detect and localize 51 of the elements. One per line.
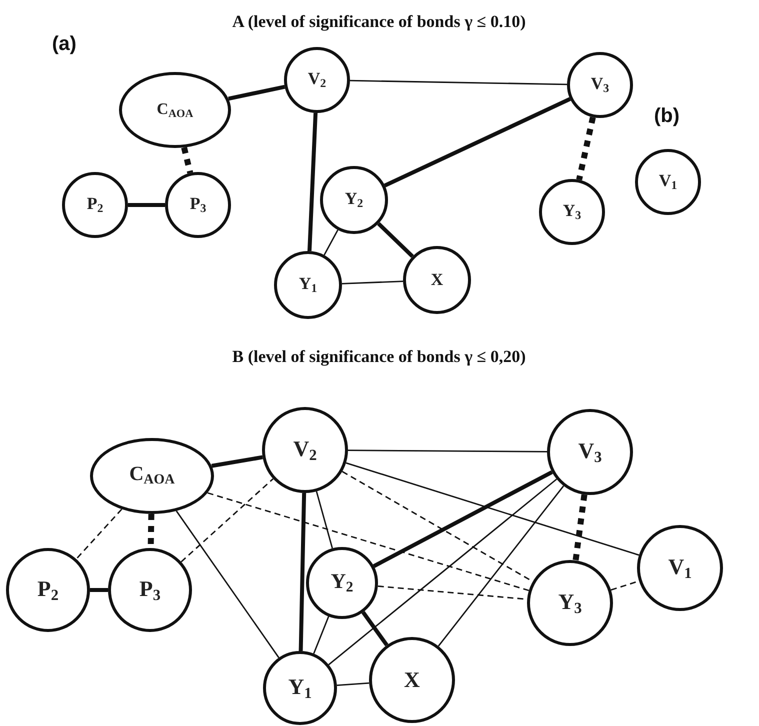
thick-line — [377, 222, 414, 258]
dashed-line — [180, 478, 274, 562]
node-label: Y$_{1}$ — [288, 674, 312, 702]
node-label: V$_{2}$ — [308, 69, 326, 91]
dotted-line — [181, 146, 194, 174]
node-label: V$_{1}$ — [658, 171, 678, 193]
node-label: Y$_{3}$ — [562, 201, 582, 223]
line — [438, 485, 564, 647]
circle-node — [306, 547, 378, 619]
node-label: Y$_{2}$ — [330, 569, 354, 597]
node-label: V$_{3}$ — [578, 438, 602, 466]
dashed-line — [76, 508, 122, 560]
line — [328, 478, 558, 666]
dotted-line — [576, 116, 596, 180]
node-label: C$_{AOA}$ — [129, 463, 175, 489]
thick-line — [372, 470, 553, 568]
line — [342, 280, 404, 284]
node-label: P$_{2}$ — [37, 576, 59, 604]
line — [346, 462, 640, 556]
line — [313, 616, 330, 654]
thick-line — [228, 84, 286, 101]
line — [324, 230, 338, 256]
thick-line — [361, 611, 388, 646]
thick-line — [211, 455, 263, 468]
panel-title: A (level of significance of bonds γ ≤ 0.10) — [232, 12, 526, 32]
dotted-line — [572, 494, 588, 561]
thick-line — [298, 492, 306, 652]
node-label: Y$_{2}$ — [344, 189, 364, 211]
node-label: X — [430, 270, 444, 290]
line — [316, 491, 334, 548]
node-label: P$_{2}$ — [86, 194, 104, 216]
dashed-line — [207, 492, 530, 592]
thick-line — [308, 112, 318, 252]
panel-label: (a) — [52, 33, 76, 56]
node-label: X — [404, 667, 420, 693]
node-label: Y$_{3}$ — [558, 588, 582, 618]
panel-label: (b) — [654, 105, 680, 128]
panel-title: B (level of significance of bonds γ ≤ 0,20) — [232, 346, 526, 367]
node-label: V$_{3}$ — [590, 74, 610, 96]
node-label: Y$_{1}$ — [298, 274, 318, 296]
node-label: V$_{2}$ — [293, 436, 317, 464]
line — [350, 80, 568, 86]
node-label: V$_{1}$ — [668, 554, 692, 582]
thick-line — [90, 588, 108, 592]
node-label: P$_{3}$ — [139, 576, 161, 604]
node-label: P$_{3}$ — [190, 194, 206, 216]
line — [348, 450, 547, 452]
thick-line — [128, 203, 165, 207]
thick-line — [384, 97, 571, 188]
line — [336, 682, 370, 686]
node-label: C$_{AOA}$ — [156, 100, 194, 120]
